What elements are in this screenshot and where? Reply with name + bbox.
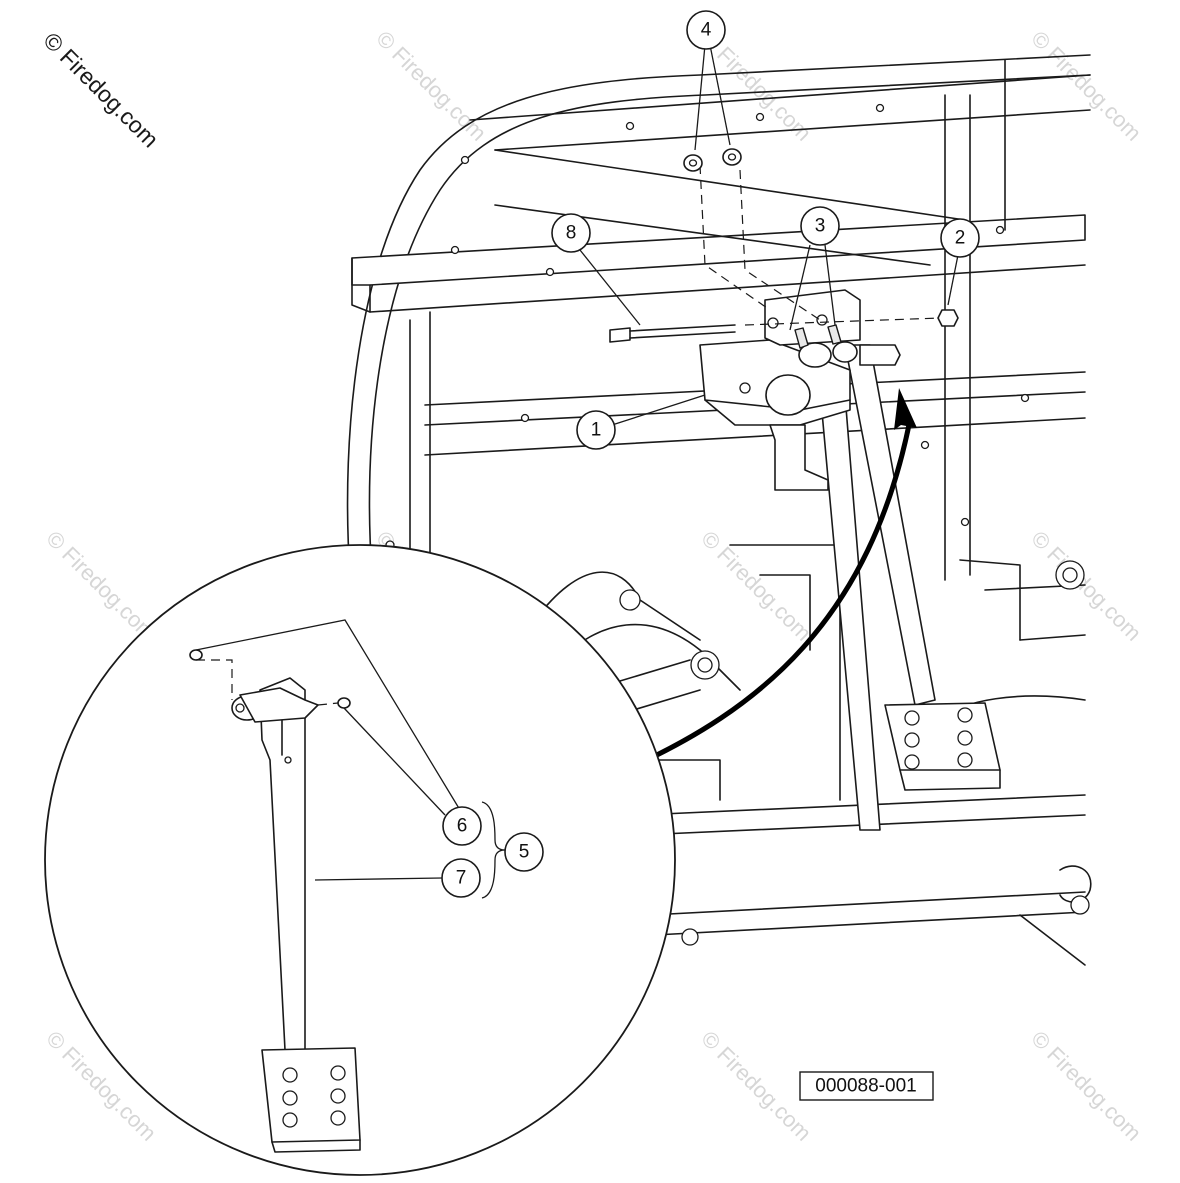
callout-1[interactable]: 1 bbox=[576, 410, 616, 450]
watermark: © Firedog.com bbox=[1026, 26, 1146, 146]
callout-7[interactable]: 7 bbox=[441, 858, 481, 898]
callout-6[interactable]: 6 bbox=[442, 806, 482, 846]
callout-label: 6 bbox=[457, 816, 468, 837]
callout-8[interactable]: 8 bbox=[551, 213, 591, 253]
watermark: © Firedog.com bbox=[1026, 1026, 1146, 1146]
callout-label: 2 bbox=[955, 228, 966, 249]
leader-lines bbox=[579, 44, 959, 426]
copyright-notice: © Firedog.com bbox=[38, 27, 163, 152]
pedal-assembly-installed bbox=[609, 148, 1001, 831]
detail-view bbox=[44, 544, 676, 1176]
callout-5[interactable]: 5 bbox=[504, 832, 544, 872]
callout-label: 5 bbox=[519, 842, 530, 863]
reference-code-box: 000088-001 bbox=[799, 1071, 934, 1101]
vehicle-frame bbox=[346, 54, 1092, 966]
watermark: © Firedog.com bbox=[696, 1026, 816, 1146]
callout-label: 3 bbox=[815, 216, 826, 237]
watermark: © Firedog.com bbox=[1026, 526, 1146, 646]
reference-code: 000088-001 bbox=[815, 1076, 916, 1097]
watermark: © Firedog.com bbox=[41, 526, 161, 646]
watermark: © Firedog.com bbox=[371, 26, 491, 146]
callout-label: 8 bbox=[566, 223, 577, 244]
callout-3[interactable]: 3 bbox=[800, 206, 840, 246]
detail-arrow bbox=[623, 388, 917, 773]
callout-2[interactable]: 2 bbox=[940, 218, 980, 258]
callout-4[interactable]: 4 bbox=[686, 10, 726, 50]
callout-label: 7 bbox=[456, 868, 467, 889]
watermark: © Firedog.com bbox=[696, 526, 816, 646]
callout-label: 1 bbox=[591, 420, 602, 441]
callout-label: 4 bbox=[701, 20, 712, 41]
